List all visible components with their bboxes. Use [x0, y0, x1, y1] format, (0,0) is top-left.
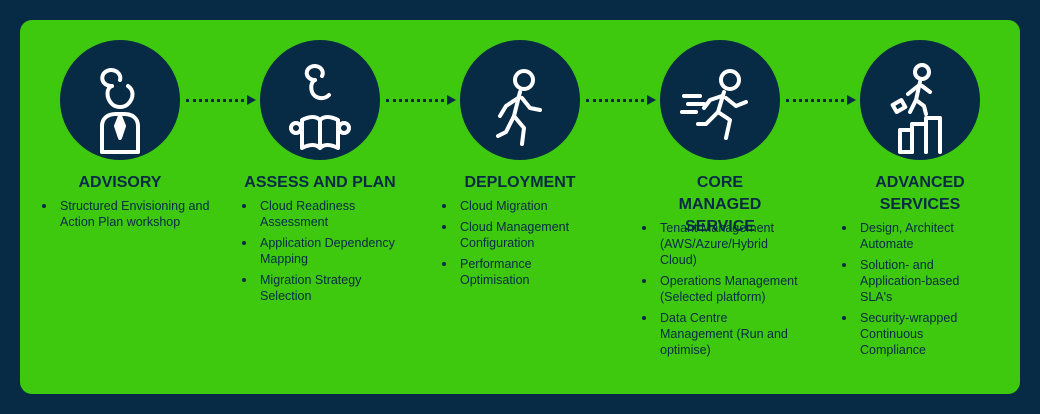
person-reading-icon	[289, 64, 351, 150]
climbing-stairs-icon	[890, 63, 942, 154]
step-bullets-deployment: Cloud Migration Cloud Management Configu…	[440, 198, 585, 293]
step-title-advisory: ADVISORY	[78, 174, 162, 191]
step-title-assess: ASSESS AND PLAN	[244, 174, 396, 191]
connector-arrow	[186, 95, 256, 105]
step-title-deployment: DEPLOYMENT	[464, 174, 576, 191]
list-item: Tenant Management (AWS/Azure/Hybrid Clou…	[640, 220, 800, 268]
step-deployment-circle	[460, 40, 580, 160]
step-bullets-core: Tenant Management (AWS/Azure/Hybrid Clou…	[640, 220, 800, 363]
list-item: Structured Envisioning and Action Plan w…	[40, 198, 210, 230]
step-title-advanced: ADVANCED SERVICES	[875, 174, 965, 213]
step-bullets-advisory: Structured Envisioning and Action Plan w…	[40, 198, 210, 235]
list-item: Performance Optimisation	[440, 256, 585, 288]
list-item: Application Dependency Mapping	[240, 235, 405, 267]
step-bullets-advanced: Design, Architect Automate Solution- and…	[840, 220, 985, 363]
list-item: Design, Architect Automate	[840, 220, 985, 252]
list-item: Security-wrapped Continuous Compliance	[840, 310, 985, 358]
list-item: Solution- and Application-based SLA's	[840, 257, 985, 305]
list-item: Cloud Management Configuration	[440, 219, 585, 251]
list-item: Operations Management (Selected platform…	[640, 273, 800, 305]
list-item: Cloud Migration	[440, 198, 585, 214]
walking-person-icon	[496, 69, 542, 146]
step-title-core: CORE MANAGED SERVICE	[678, 174, 762, 235]
connector-arrow	[586, 95, 656, 105]
step-bullets-assess: Cloud Readiness Assessment Application D…	[240, 198, 405, 309]
step-advanced-circle	[860, 40, 980, 160]
step-advisory-circle	[60, 40, 180, 160]
connector-arrow	[386, 95, 456, 105]
advisor-person-icon	[100, 68, 140, 154]
list-item: Cloud Readiness Assessment	[240, 198, 405, 230]
list-item: Migration Strategy Selection	[240, 272, 405, 304]
list-item: Data Centre Management (Run and optimise…	[640, 310, 800, 358]
connector-arrow	[786, 95, 856, 105]
running-person-icon	[680, 69, 748, 140]
step-assess-circle	[260, 40, 380, 160]
step-core-circle	[660, 40, 780, 160]
process-panel: ADVISORY ASSESS AND PLAN DEPLOYMENT CORE…	[20, 20, 1020, 394]
